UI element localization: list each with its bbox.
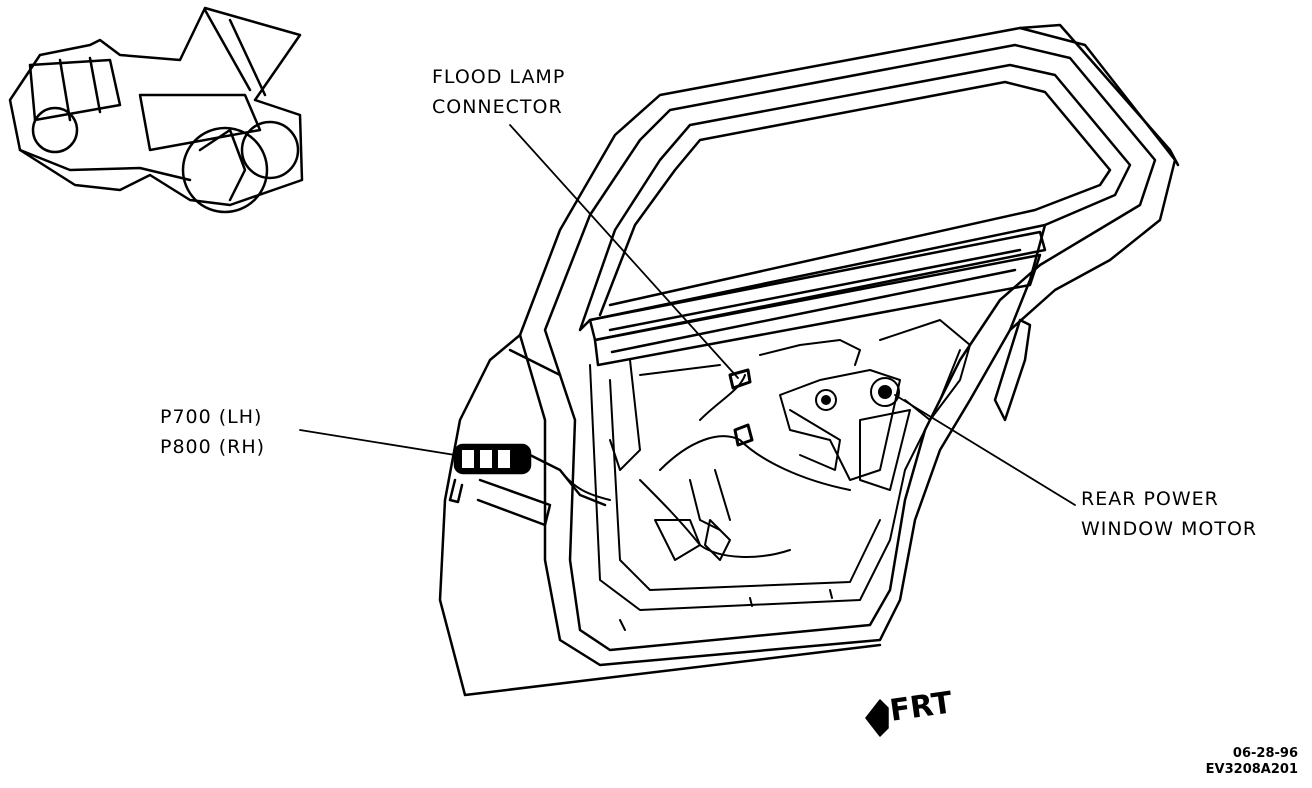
window-motor-leader (894, 394, 1076, 506)
flood-lamp-connector-label: FLOOD LAMP CONNECTOR (432, 62, 565, 122)
p700-p800-connector (448, 443, 607, 507)
drawing-code: EV3208A201 (1205, 762, 1298, 777)
connector-id-label: P700 (LH) P800 (RH) (160, 402, 265, 462)
leader-lines (299, 124, 1076, 506)
drawing-date: 06-28-96 (1232, 746, 1298, 761)
connector-id-rh: P800 (RH) (160, 436, 266, 458)
window-motor-label-line-2: WINDOW MOTOR (1081, 518, 1258, 540)
flood-lamp-label-line-1: FLOOD LAMP (432, 66, 566, 88)
door-inner-components (559, 319, 971, 631)
connector-leader (299, 429, 456, 456)
window-motor-label-line-1: REAR POWER (1081, 488, 1219, 510)
flood-lamp-label-line-2: CONNECTOR (432, 96, 563, 118)
rear-power-window-motor-label: REAR POWER WINDOW MOTOR (1081, 484, 1257, 544)
drawing-stamp: 06-28-96 EV3208A201 (1206, 746, 1298, 778)
vehicle-locator-icon (8, 6, 304, 214)
flood-lamp-leader (509, 124, 739, 379)
door-frame (438, 23, 1180, 697)
front-arrow-icon (865, 699, 889, 737)
connector-id-lh: P700 (LH) (160, 406, 263, 428)
